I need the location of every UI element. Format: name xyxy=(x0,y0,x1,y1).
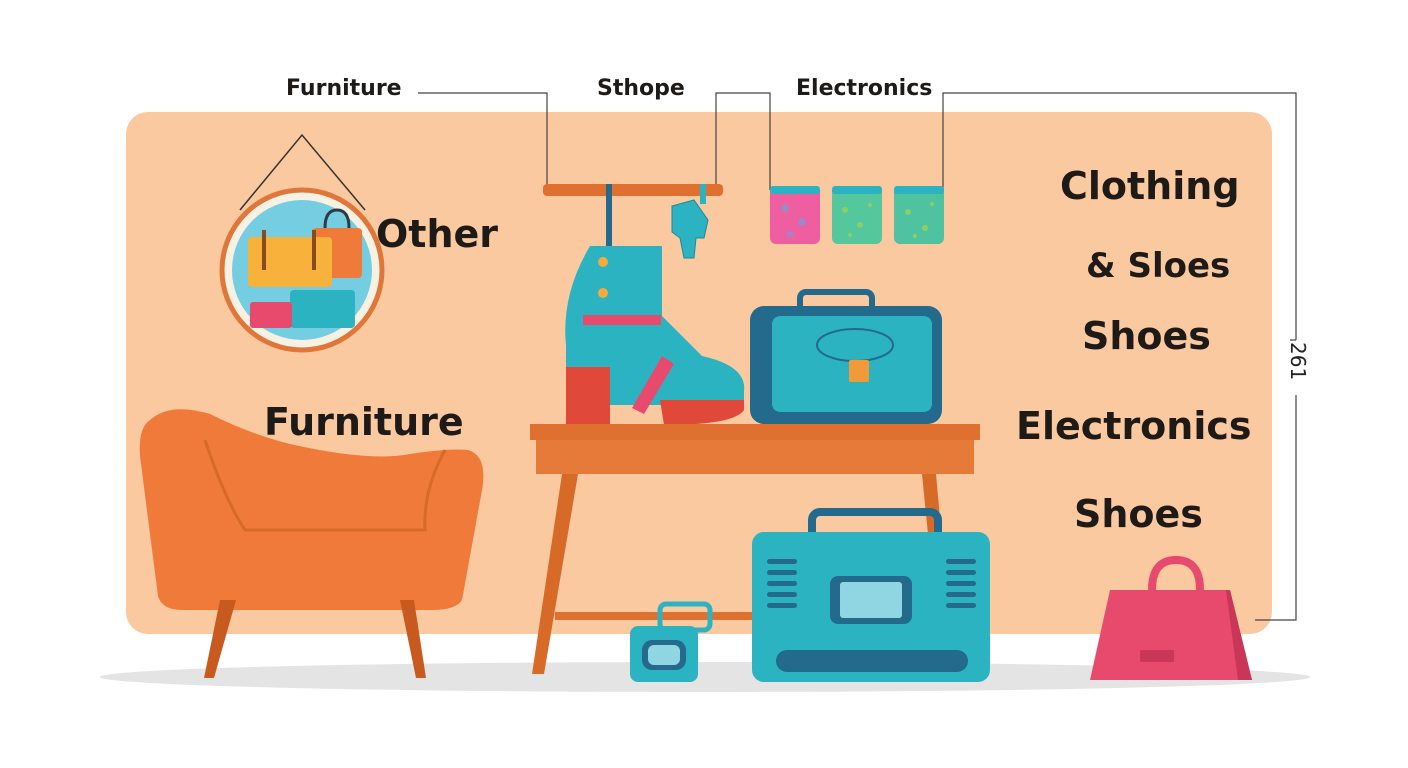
label-shoes-1: Shoes xyxy=(1082,314,1211,358)
armchair-icon xyxy=(139,409,484,678)
top-label-shope: Sthope xyxy=(597,76,685,101)
top-label-electronics: Electronics xyxy=(796,76,933,101)
bags-sign-icon xyxy=(219,133,385,353)
handbag-icon xyxy=(1090,555,1252,680)
label-and-shoes: & Sloes xyxy=(1086,246,1231,286)
keychain-icon xyxy=(671,184,709,259)
label-electronics: Electronics xyxy=(1016,404,1252,448)
label-furniture: Furniture xyxy=(264,400,464,444)
label-shoes-2: Shoes xyxy=(1074,492,1203,536)
tablet-bag-icon xyxy=(750,289,942,424)
mug-icon xyxy=(630,601,713,682)
label-other: Other xyxy=(376,212,499,256)
label-clothing: Clothing xyxy=(1060,164,1240,208)
boot-icon xyxy=(565,246,745,425)
top-label-furniture: Furniture xyxy=(286,76,402,101)
pouches-icon xyxy=(770,186,944,244)
radio-icon xyxy=(752,508,990,682)
hanging-rod xyxy=(543,184,723,196)
connector-lines xyxy=(418,92,1297,621)
dimension-label: 261 xyxy=(1286,342,1310,381)
